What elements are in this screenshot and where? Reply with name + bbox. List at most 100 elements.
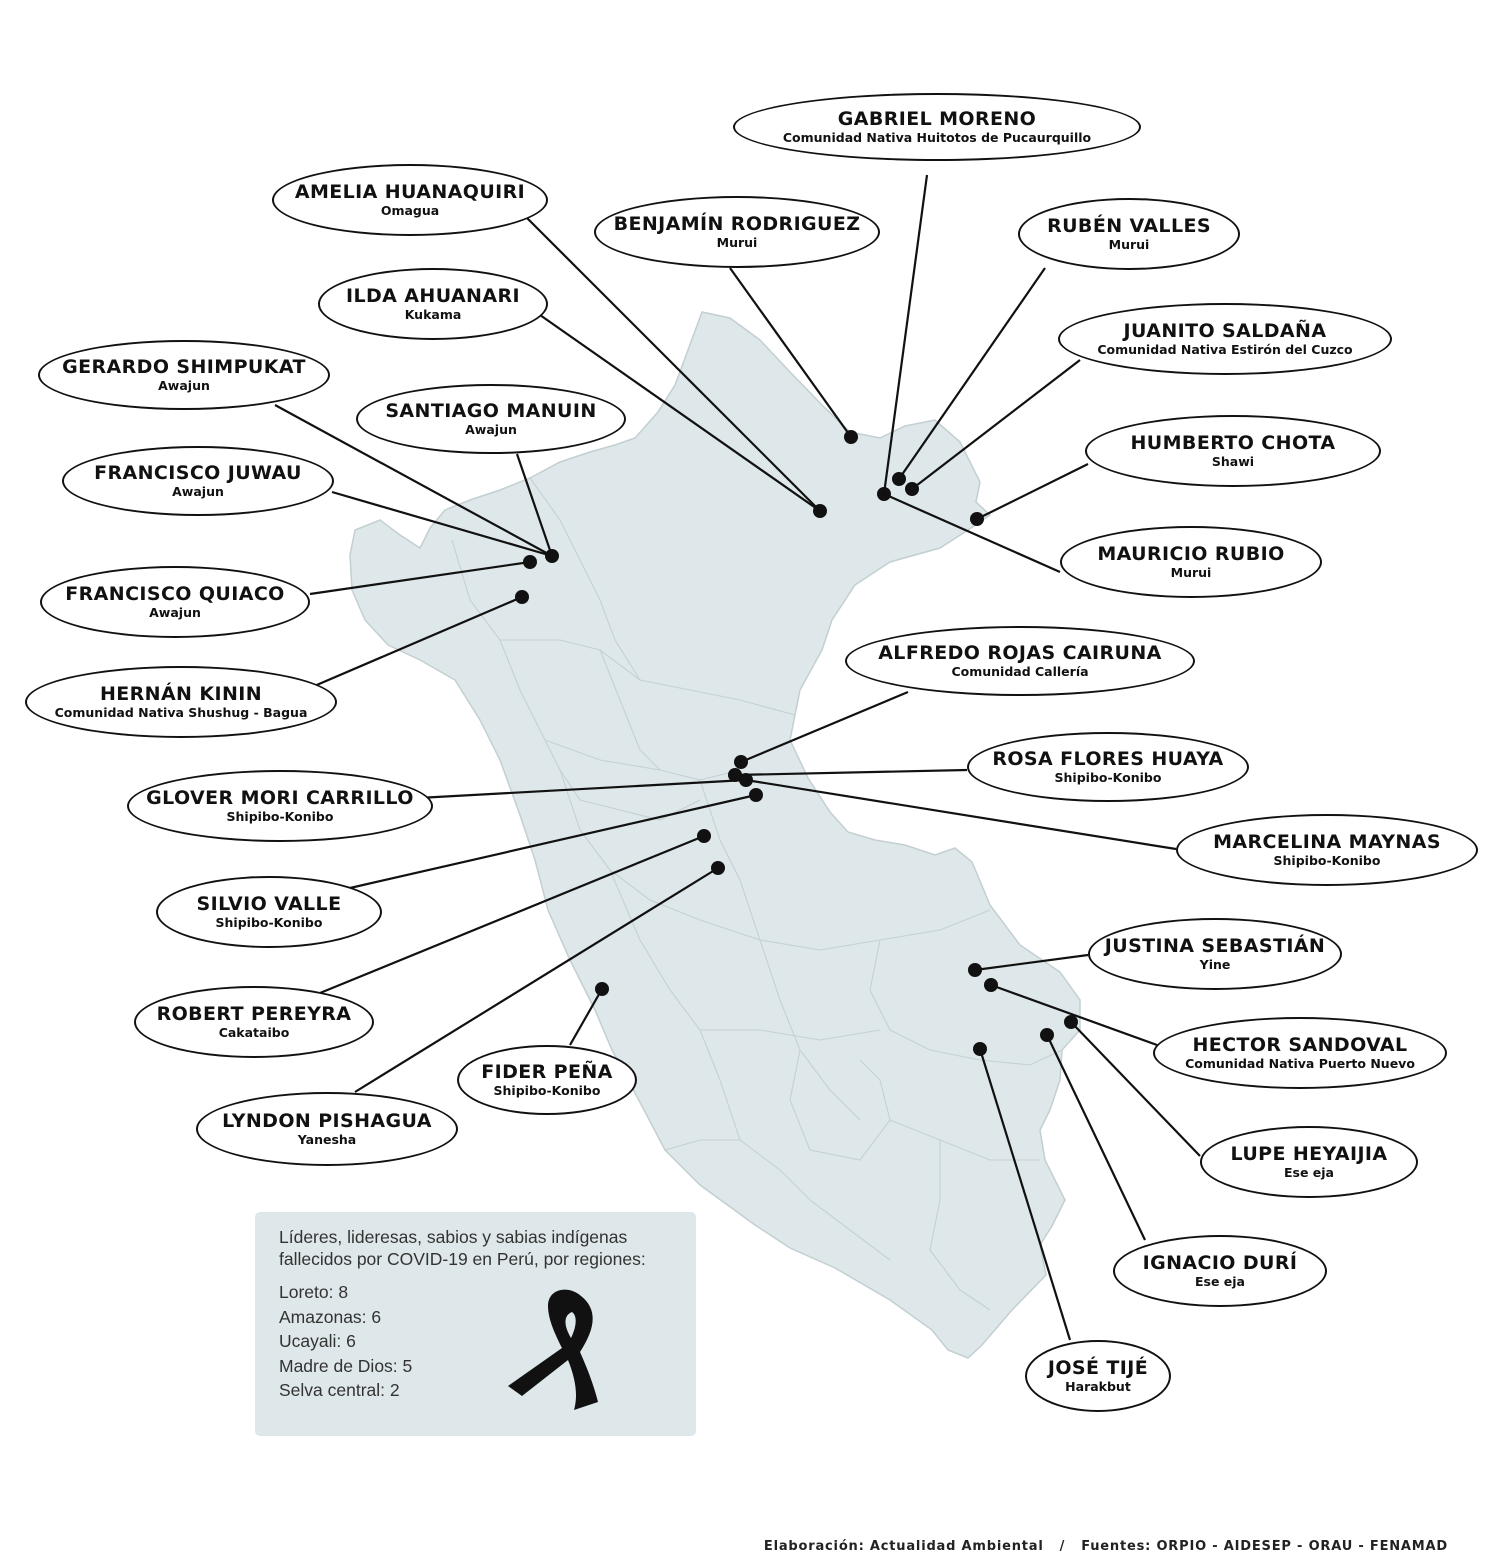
location-marker-humberto-chota [970,512,984,526]
region-border-line [664,1139,740,1151]
region-border-line [789,1049,891,1161]
leader-line-jose-tije [978,1048,1072,1341]
leader-community: Shipibo-Konibo [1273,853,1381,868]
leader-line-ruben-valles [898,267,1046,480]
leader-line-silvio-valle [349,793,757,890]
leader-community: Comunidad Nativa Huitotos de Pucaurquill… [782,130,1092,145]
leader-line-ignacio-duri [1046,1034,1146,1241]
peru-territory [349,311,1081,1359]
stats-title: Líderes, lideresas, sabios y sabias indí… [279,1227,646,1269]
stats-item-loreto: Loreto: 8 [279,1282,349,1302]
leader-community: Comunidad Callería [951,664,1089,679]
leader-name: FRANCISCO QUIACO [65,583,285,605]
leader-name: SILVIO VALLE [196,893,342,915]
leader-name: LYNDON PISHAGUA [222,1110,432,1132]
location-marker-hector-sandoval [984,978,998,992]
location-marker-benjamin-rodriguez [844,430,858,444]
leader-community: Murui [716,235,758,250]
location-marker-ruben-valles [892,472,906,486]
leader-community: Cakataibo [218,1025,290,1040]
leader-name: MAURICIO RUBIO [1097,543,1285,565]
location-marker-lyndon-pishagua [711,861,725,875]
leader-community: Shipibo-Konibo [226,809,334,824]
region-border-line [869,939,1063,1066]
leader-line-ilda-ahuanari [539,314,821,512]
stats-item-madre-de-dios: Madre de Dios: 5 [279,1355,413,1376]
region-border-line [700,1029,881,1041]
leader-line-gabriel-moreno [882,174,929,495]
leader-line-francisco-juwau [331,490,553,558]
location-marker-jose-tije [973,1042,987,1056]
leader-community: Shipibo-Konibo [493,1083,601,1098]
region-border-line [609,869,741,1141]
leader-community: Shipibo-Konibo [1054,770,1162,785]
leader-community: Awajun [465,422,517,437]
stats-item-amazonas: Amazonas: 6 [279,1306,382,1327]
leader-community: Awajun [158,378,210,393]
leader-name: ROSA FLORES HUAYA [992,748,1224,770]
location-marker-juanito-saldana [905,482,919,496]
region-border-line [500,639,641,681]
leader-name: HUMBERTO CHOTA [1130,432,1336,454]
leader-community: Yine [1199,957,1231,972]
footer-sources: Fuentes: ORPIO - AIDESEP - ORAU - FENAMA… [1081,1539,1448,1554]
location-marker-lupe-heyaijia [1064,1015,1078,1029]
leader-name: GERARDO SHIMPUKAT [62,356,306,378]
leader-name: JUANITO SALDAÑA [1123,320,1327,342]
footer-credit: Elaboración: Actualidad Ambiental [763,1539,1044,1554]
leader-line-mauricio-rubio [883,492,1061,574]
leader-name: HERNÁN KININ [99,683,263,705]
region-border-line [579,799,701,821]
location-marker-alfredo-rojas-cairuna [734,755,748,769]
region-border-line [699,779,761,941]
leader-line-fider-pena [569,988,603,1046]
leader-line-francisco-quiaco [309,560,531,596]
leader-community: Shipibo-Konibo [215,915,323,930]
location-marker-francisco-quiaco [523,555,537,569]
region-border-line [599,649,661,771]
leader-line-glover-mori-carrillo [399,778,747,801]
leader-name: ILDA AHUANARI [346,285,520,307]
region-border-line [739,1139,891,1261]
leader-line-benjamin-rodriguez [729,267,852,438]
location-marker-ignacio-duri [1040,1028,1054,1042]
leader-line-justina-sebastian [974,953,1089,972]
leader-name: RUBÉN VALLES [1047,215,1211,237]
leader-line-amelia-huanaquiri [524,215,821,512]
location-marker-hernan-kinin [515,590,529,604]
leader-name: ROBERT PEREYRA [156,1003,352,1025]
location-marker-rosa-flores-huaya [728,768,742,782]
stats-item-selva-central: Selva central: 2 [279,1380,400,1400]
leader-community: Murui [1170,565,1212,580]
location-marker-fider-pena [595,982,609,996]
leader-name: FIDER PEÑA [481,1061,613,1083]
stats-panel: Líderes, lideresas, sabios y sabias indí… [255,1212,696,1436]
leader-community: Comunidad Nativa Estirón del Cuzco [1097,342,1353,357]
leader-line-juanito-saldana [911,359,1081,490]
leader-community: Comunidad Nativa Shushug - Bagua [54,705,308,720]
leader-name: AMELIA HUANAQUIRI [294,181,526,203]
stats-item-ucayali: Ucayali: 6 [279,1331,356,1351]
region-border-line [929,1140,991,1311]
